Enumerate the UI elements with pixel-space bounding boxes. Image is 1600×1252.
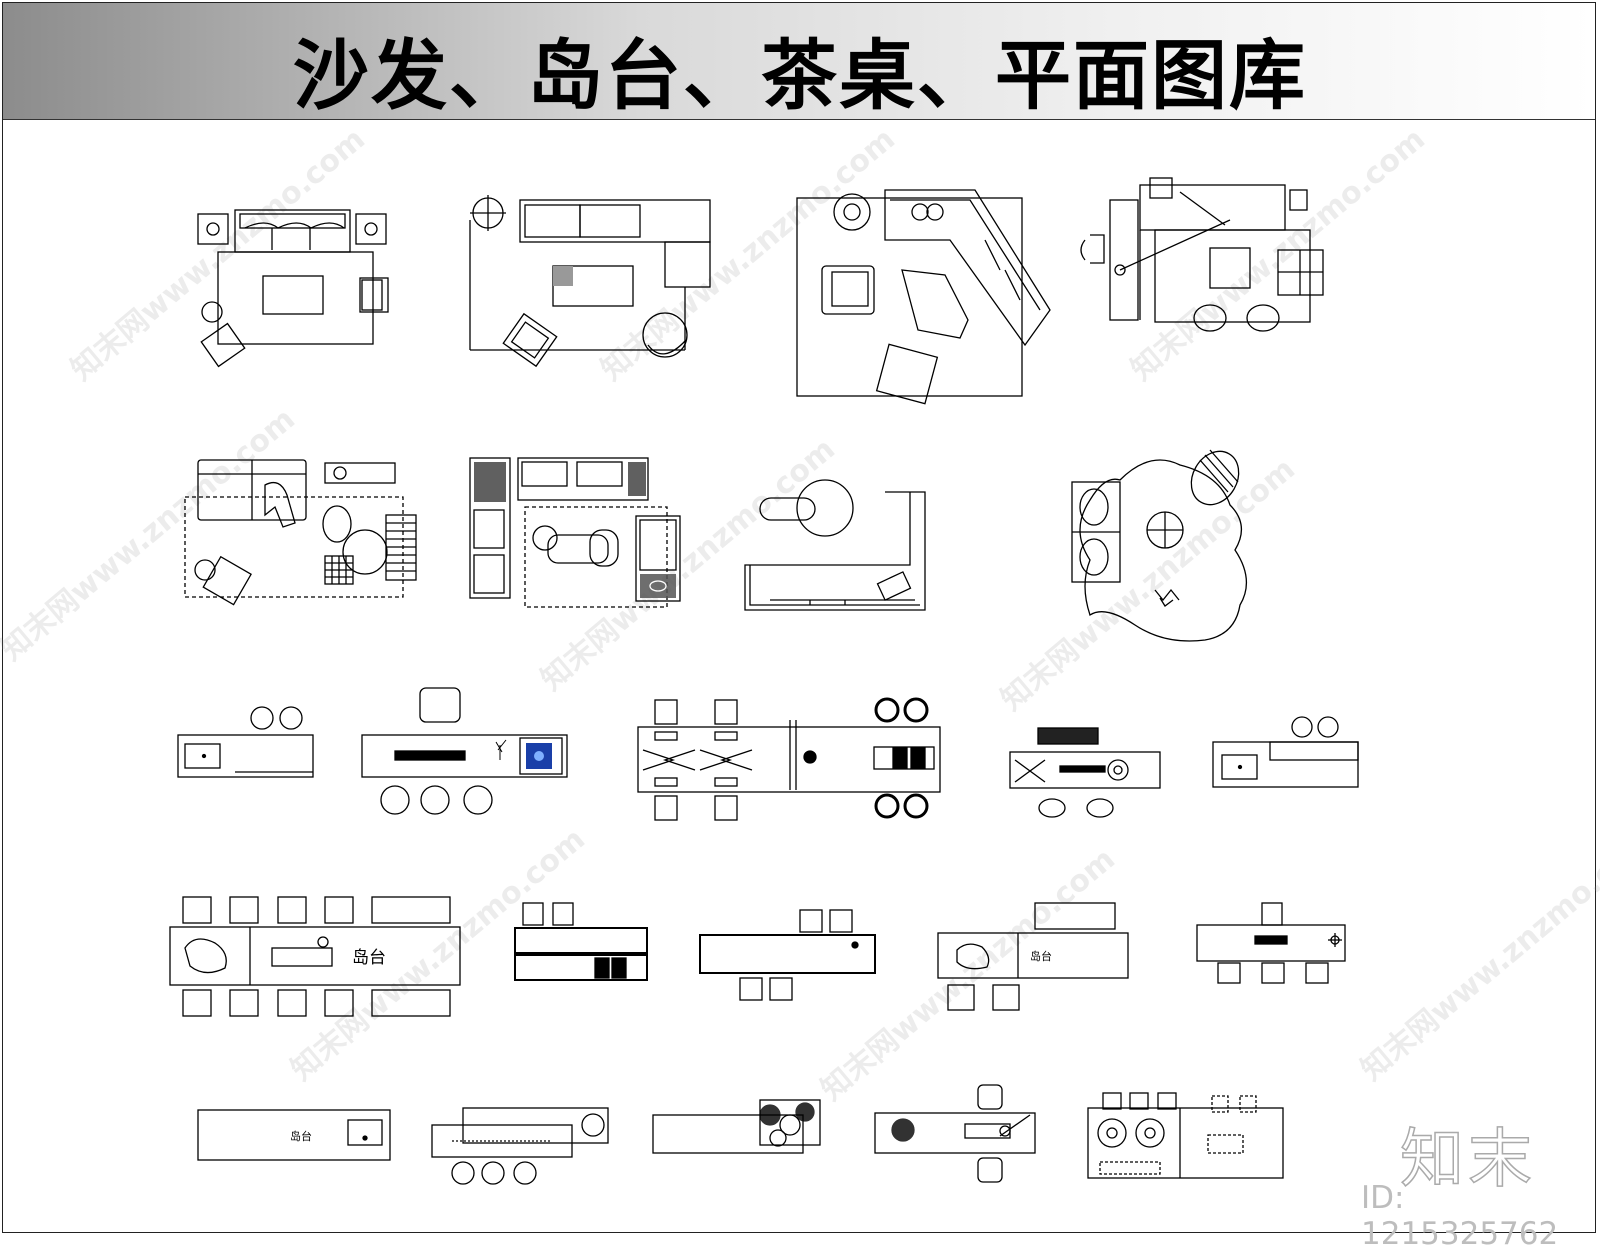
- sofa-set-4: [1080, 177, 1324, 332]
- sofa-set-1: [197, 209, 389, 368]
- island-11: 岛台: [197, 1109, 391, 1161]
- island-3: [637, 697, 941, 821]
- sofa-set-2: [469, 195, 711, 368]
- island-7: [514, 902, 648, 981]
- island-12: [431, 1107, 609, 1185]
- island-label: 岛台: [290, 1129, 312, 1143]
- island-10: [1196, 902, 1346, 984]
- island-9: 岛台: [937, 902, 1129, 1011]
- sofa-set-7: [744, 479, 926, 611]
- asset-id: ID: 1215325762: [1361, 1180, 1559, 1252]
- island-label: 岛台: [1030, 949, 1052, 963]
- island-6: 岛台: [169, 896, 461, 1017]
- drawing-frame: [2, 2, 1596, 1233]
- logo: 知末: [1399, 1122, 1536, 1198]
- sofa-set-6: [469, 457, 681, 608]
- island-15: [1087, 1092, 1284, 1179]
- island-2: [361, 687, 568, 815]
- sofa-set-3: [796, 189, 1051, 405]
- island-5: [1212, 716, 1359, 788]
- sofa-set-5: [184, 459, 417, 606]
- island-14: [874, 1084, 1036, 1183]
- page-title: 沙发、岛台、茶桌、平面图库: [293, 31, 1307, 120]
- island-13: [652, 1099, 821, 1154]
- island-8: [699, 909, 876, 1001]
- island-1: [177, 706, 314, 778]
- sofa-set-8: [1071, 449, 1247, 642]
- island-label: 岛台: [352, 948, 386, 968]
- island-4: [1009, 727, 1161, 818]
- title-bar: [3, 3, 1595, 120]
